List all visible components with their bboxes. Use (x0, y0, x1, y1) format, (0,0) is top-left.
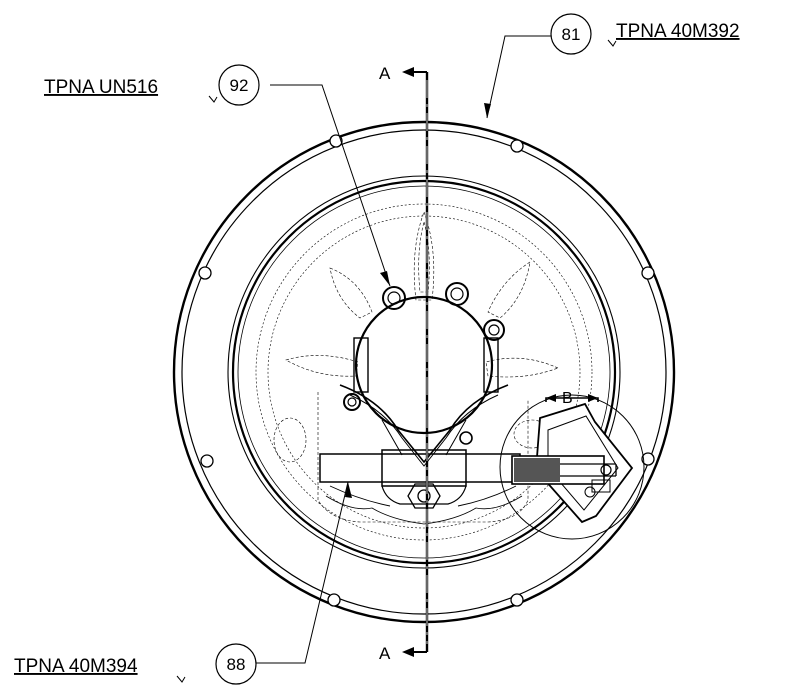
valve-arrow (511, 402, 634, 524)
bolt-hole (329, 134, 343, 148)
part-number-92: TPNA UN516 (44, 77, 158, 98)
bolt-hole (641, 452, 655, 466)
fastener (459, 431, 473, 445)
bolt-hole (198, 266, 212, 280)
bolt-hole (641, 266, 655, 280)
bolt-holes (198, 134, 655, 607)
detail-marker-b (545, 394, 599, 402)
fasteners (343, 282, 505, 445)
balloon-81 (550, 13, 592, 55)
detail-circle (499, 394, 645, 540)
bolt-hole (510, 139, 524, 153)
bolt-hole (510, 593, 524, 607)
section-line-a (402, 67, 429, 657)
part-number-81: TPNA 40M392 (616, 21, 740, 42)
part-number-88: TPNA 40M394 (14, 656, 138, 677)
balloon-88 (215, 643, 257, 685)
balloon-number-92: 92 (230, 76, 249, 95)
leader-lines (256, 35, 551, 664)
balloon-number-88: 88 (227, 655, 246, 674)
center-nut (407, 483, 441, 509)
detail-label: B (562, 390, 573, 407)
central-housing (339, 295, 509, 467)
fastener (343, 393, 361, 411)
section-label-bottom: A (379, 644, 391, 663)
outer-flange (172, 120, 676, 624)
callout-81: 81 TPNA 40M392 (550, 13, 740, 55)
leader-arrowheads (345, 103, 491, 498)
bolt-hole (327, 593, 341, 607)
section-label-top: A (379, 64, 391, 83)
balloon-92 (218, 64, 260, 106)
cross-bar (319, 449, 523, 525)
bolt-hole (200, 454, 214, 468)
fastener (382, 286, 406, 310)
callout-92: 92 TPNA UN516 (44, 64, 260, 106)
fastener (483, 319, 505, 341)
balloon-number-81: 81 (562, 25, 581, 44)
callout-88: 88 TPNA 40M394 (14, 643, 257, 685)
fastener (445, 282, 469, 306)
